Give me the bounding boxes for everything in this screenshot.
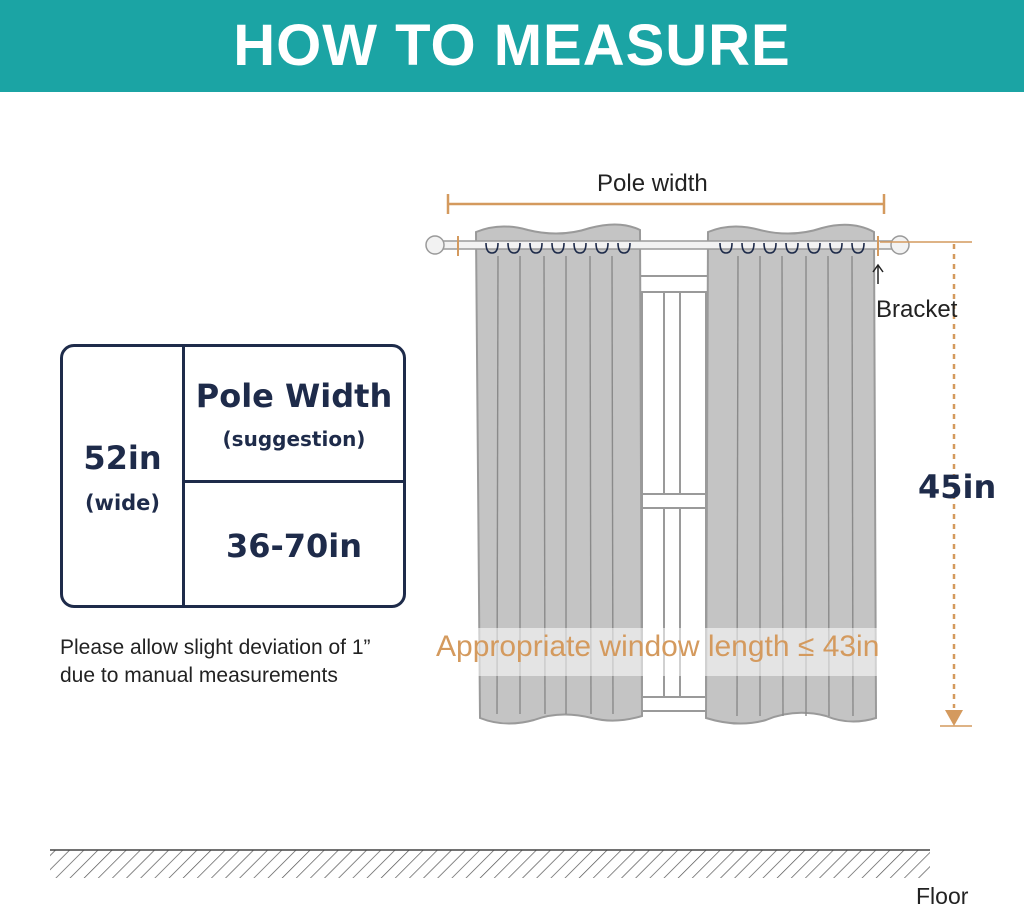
pole-width-header-note: (suggestion) [222, 427, 366, 451]
window-length-text: Appropriate window length ≤ 43in [436, 630, 880, 663]
page-title: HOW TO MEASURE [233, 13, 791, 78]
bracket-arrow-icon [872, 263, 884, 284]
window-length-highlight [432, 628, 916, 676]
pole-width-header: Pole Width [195, 377, 393, 415]
floor-line [50, 849, 930, 878]
grommet-rings [485, 242, 865, 254]
table-divider-vertical [182, 347, 185, 605]
length-dimension [880, 241, 972, 727]
size-table: 52in (wide) Pole Width (suggestion) 36-7… [60, 344, 406, 608]
measurement-note-line1: Please allow slight deviation of 1” [60, 636, 371, 659]
length-value: 45in [918, 468, 997, 506]
floor-label: Floor [916, 883, 969, 909]
window-frame [639, 275, 709, 712]
header-banner [0, 0, 1024, 92]
curtain-width-note: (wide) [84, 491, 161, 515]
pole-width-dimension [446, 194, 886, 214]
pole-width-label: Pole width [597, 170, 708, 197]
table-divider-horizontal [182, 480, 403, 483]
measurement-note-line2: due to manual measurements [60, 664, 338, 687]
bracket-label: Bracket [876, 296, 958, 323]
pole-width-range: 36-70in [225, 527, 363, 565]
measurement-note: Please allow slight deviation of 1” due … [60, 634, 440, 690]
curtain-width-value: 52in [83, 439, 162, 477]
